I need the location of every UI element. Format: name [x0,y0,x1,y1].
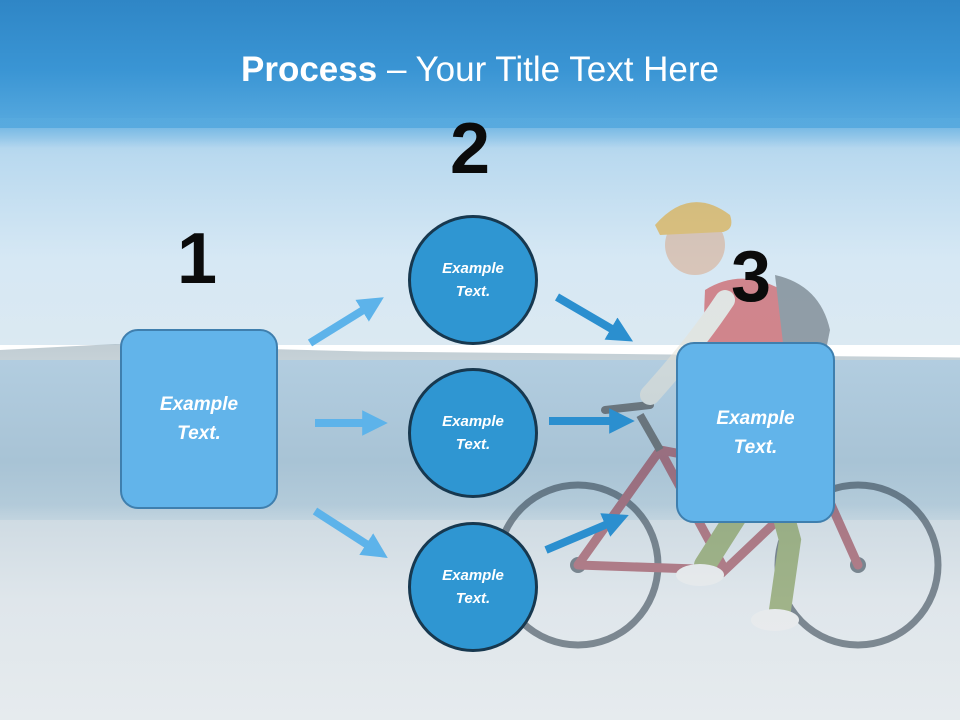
step-2-circle-middle: Example Text. [408,368,538,498]
circle-bottom-line1: Example [442,567,504,584]
title-bold-word: Process [241,50,378,89]
circle-middle-line2: Text. [455,436,491,453]
arrow-bottom-to-3 [544,513,629,554]
title-band-fade [0,118,960,148]
slide-title: Process – Your Title Text Here [0,50,960,90]
step-1-box: Example Text. [120,329,278,509]
arrow-1-to-top [307,297,384,347]
step-3-text-line2: Text. [733,436,778,458]
circle-top-line2: Text. [455,283,491,300]
step-1-text-line1: Example [159,394,239,415]
step-number-2: 2 [450,109,491,189]
step-number-1: 1 [177,219,218,299]
arrow-1-to-bottom [312,507,388,558]
step-3-text-line1: Example [716,407,795,429]
arrow-top-to-3 [554,293,634,342]
step-2-circle-top: Example Text. [408,215,538,345]
step-2-circle-bottom: Example Text. [408,522,538,652]
step-number-3: 3 [731,237,772,317]
step-1-text-line2: Text. [177,423,221,444]
circle-middle-line1: Example [442,413,504,430]
step-3-box: Example Text. [676,342,835,523]
circle-top-line1: Example [442,260,504,277]
title-rest: – Your Title Text Here [377,50,719,89]
title-band [0,0,960,128]
circle-bottom-line2: Text. [455,590,491,607]
